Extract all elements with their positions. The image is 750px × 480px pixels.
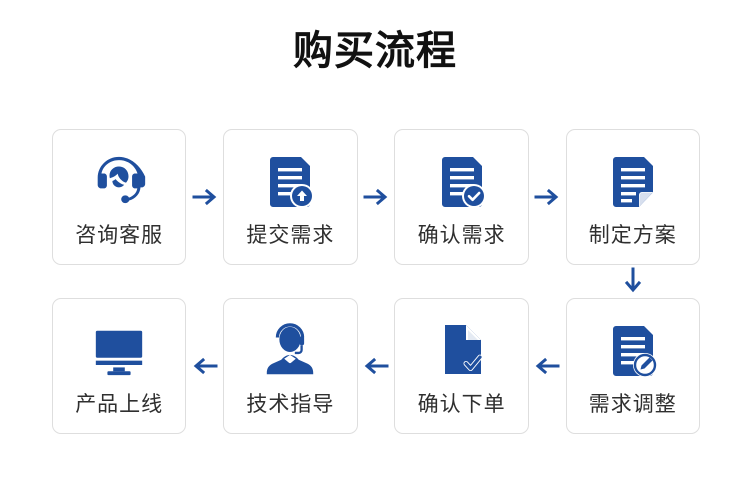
flow-step-label-3: 确认需求 <box>417 222 506 247</box>
flow-step-label-6: 确认下单 <box>417 391 506 416</box>
arrow-down-connector <box>52 265 700 297</box>
page-title: 购买流程 <box>293 28 457 74</box>
document-check-icon <box>434 144 490 220</box>
arrow-right-icon <box>186 129 223 265</box>
flow-step-label-7: 技术指导 <box>246 391 335 416</box>
document-folded-corner-icon <box>605 144 661 220</box>
flow-step-card-4[interactable]: 制定方案 <box>565 128 700 265</box>
flow-step-label-1: 咨询客服 <box>75 222 164 247</box>
document-edit-icon <box>605 313 661 389</box>
flow-diagram: 咨询客服 <box>52 128 700 434</box>
flow-step-card-2[interactable]: 提交需求 <box>223 128 358 265</box>
flow-step-label-4: 制定方案 <box>588 222 677 247</box>
flow-step-label-8: 产品上线 <box>75 391 164 416</box>
technician-headset-icon <box>259 313 321 389</box>
arrow-down-icon <box>565 267 700 295</box>
flow-step-card-8[interactable]: 产品上线 <box>52 297 187 434</box>
arrow-right-icon <box>529 129 566 265</box>
document-upload-icon <box>262 144 318 220</box>
flow-step-card-7[interactable]: 技术指导 <box>223 297 358 434</box>
arrow-left-icon <box>186 298 223 434</box>
arrow-right-icon <box>358 129 395 265</box>
flow-step-card-5[interactable]: 需求调整 <box>565 297 700 434</box>
flow-step-label-2: 提交需求 <box>246 222 335 247</box>
flow-step-card-1[interactable]: 咨询客服 <box>52 128 187 265</box>
document-page-check-icon <box>435 313 489 389</box>
flow-step-label-5: 需求调整 <box>588 391 677 416</box>
flow-step-card-3[interactable]: 确认需求 <box>394 128 529 265</box>
flow-step-card-6[interactable]: 确认下单 <box>394 297 529 434</box>
flow-row-bottom: 产品上线 <box>52 297 700 434</box>
arrow-left-icon <box>358 298 395 434</box>
headset-support-icon <box>88 144 150 220</box>
monitor-icon <box>88 313 150 389</box>
arrow-left-icon <box>529 298 566 434</box>
flow-row-top: 咨询客服 <box>52 128 700 293</box>
